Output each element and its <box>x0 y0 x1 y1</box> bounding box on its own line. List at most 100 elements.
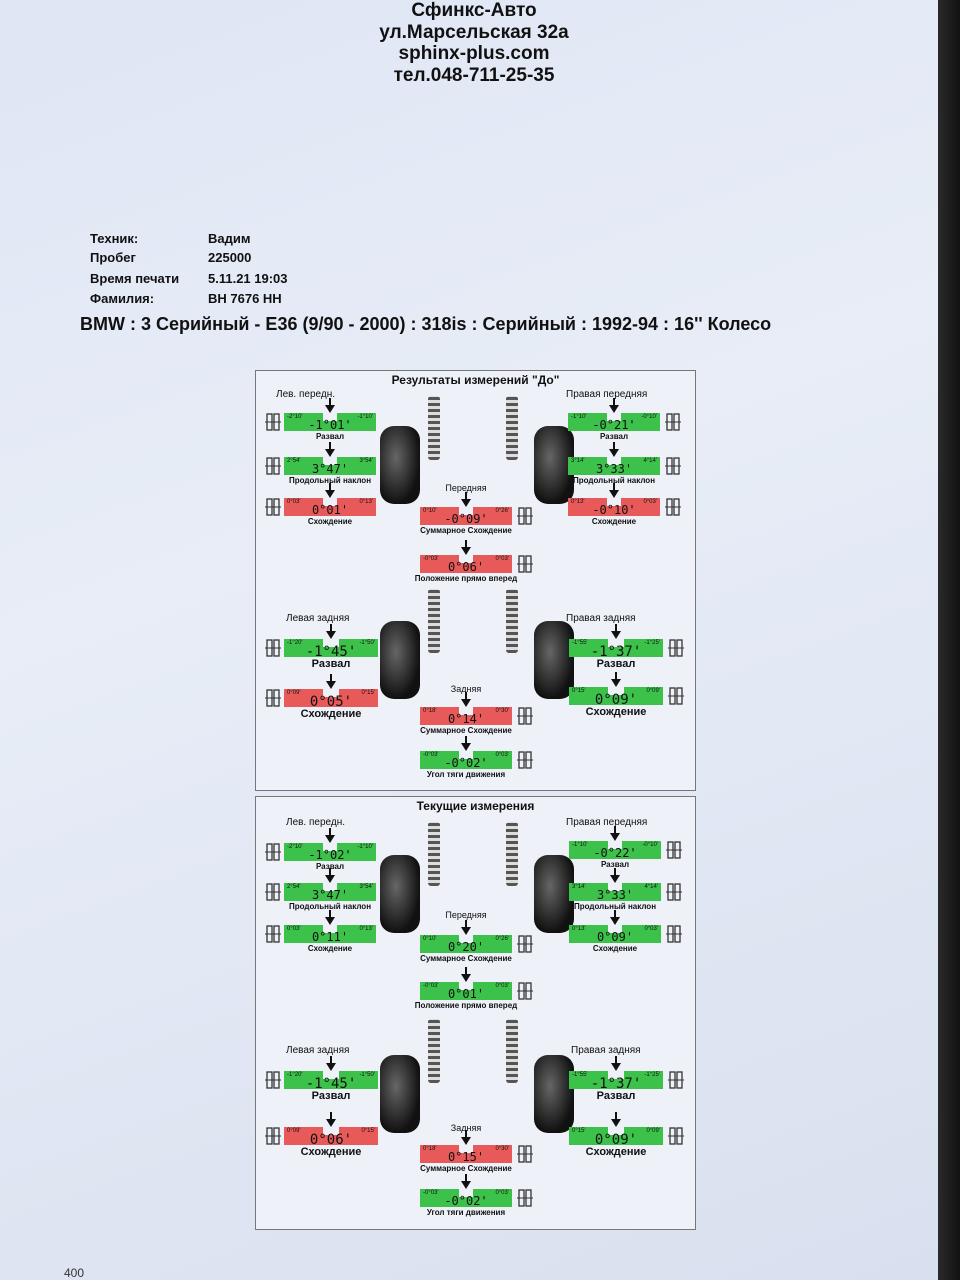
gauge-notch <box>323 1071 339 1079</box>
gauge-label-toe: Схождение <box>592 944 638 953</box>
info-value: Вадим <box>208 231 251 246</box>
info-key: Техник: <box>90 231 139 246</box>
gauge-value: 0°05' <box>309 694 353 710</box>
gauge-rl-camber: -1°20'-1°50'-1°45' <box>284 639 378 663</box>
pointer-arrow-icon <box>326 1112 336 1127</box>
gauge-min: -1°20' <box>287 640 303 646</box>
pointer-arrow-icon <box>325 442 335 457</box>
gauge-bar <box>569 1127 663 1145</box>
wheel-orientation-icon <box>516 980 534 1002</box>
gauge-min: -1°20' <box>287 1072 303 1078</box>
pointer-arrow-icon <box>611 1056 621 1071</box>
gauge-min: 0°18' <box>423 708 437 714</box>
company-name: Сфинкс-Авто <box>411 0 537 21</box>
gauge-notch <box>322 413 338 421</box>
gauge-label-camber: Развал <box>596 658 636 670</box>
panel-title: Текущие измерения <box>416 799 535 813</box>
gauge-label-toe: Схождение <box>307 944 353 953</box>
gauge-fl-camber: -2°10'-1°10'-1°01' <box>284 413 376 437</box>
gauge-max: -1°10' <box>357 844 373 850</box>
gauge-value: 0°11' <box>311 930 349 944</box>
gauge-label-camber: Развал <box>600 860 630 869</box>
gauge-f-steer: -0°03'0°03'0°01' <box>420 982 512 1006</box>
gauge-notch <box>608 639 624 647</box>
gauge-value: 3°33' <box>595 462 633 476</box>
gauge-max: 0°03' <box>644 926 658 932</box>
pointer-arrow-icon <box>461 1130 471 1145</box>
gauge-r-thrust: -0°03'0°03'-0°02' <box>420 751 512 775</box>
vehicle-spec: BMW : 3 Серийный - E36 (9/90 - 2000) : 3… <box>80 314 772 334</box>
gauge-value: 0°06' <box>309 1132 353 1148</box>
gauge-max: 0°15' <box>361 1128 375 1134</box>
gauge-min: -1°10' <box>571 414 587 420</box>
pointer-arrow-icon <box>325 483 335 498</box>
gauge-value: -0°22' <box>593 846 637 860</box>
rear-axle-label: Задняя <box>450 1123 482 1133</box>
gauge-notch <box>608 687 624 695</box>
info-key: Фамилия: <box>90 291 155 306</box>
gauge-min: 3°14' <box>571 458 585 464</box>
gauge-min: -0°03' <box>423 983 439 989</box>
gauge-max: 3°54' <box>359 458 373 464</box>
gauge-label-camber: Развал <box>596 1090 636 1102</box>
rear-right-title: Правая задняя <box>566 613 636 624</box>
gauge-notch <box>608 1071 624 1079</box>
pointer-arrow-icon <box>611 672 621 687</box>
gauge-max: 0°15' <box>361 690 375 696</box>
gauge-rl-camber: -1°20'-1°50'-1°45' <box>284 1071 378 1095</box>
gauge-bar <box>284 843 376 861</box>
gauge-min: 0°13' <box>572 926 586 932</box>
gauge-min: -1°55' <box>572 1072 588 1078</box>
gauge-bar <box>284 883 376 901</box>
gauge-label-total_toe: Суммарное Схождение <box>420 1164 512 1173</box>
suspension-strut-graphic <box>428 396 440 460</box>
gauge-max: 4°14' <box>643 458 657 464</box>
gauge-label-total_toe: Суммарное Схождение <box>420 726 512 735</box>
suspension-strut-graphic <box>428 1019 440 1083</box>
gauge-r-thrust: -0°03'0°03'-0°02' <box>420 1189 512 1213</box>
gauge-notch <box>607 883 623 891</box>
gauge-fl-caster: 2°54'3°54'3°47' <box>284 883 376 907</box>
gauge-label-caster: Продольный наклон <box>573 902 657 911</box>
company-website: sphinx-plus.com <box>398 43 550 64</box>
gauge-bar <box>569 639 663 657</box>
gauge-min: -2°10' <box>287 844 303 850</box>
gauge-min: 0°10' <box>423 508 437 514</box>
gauge-value: 0°06' <box>447 560 485 574</box>
gauge-rr-camber: -1°55'-1°25'-1°37' <box>569 639 663 663</box>
gauge-bar <box>420 1145 512 1163</box>
wheel-orientation-icon <box>264 881 282 903</box>
wheel-orientation-icon <box>264 496 282 518</box>
front-axle-label: Передняя <box>445 910 487 920</box>
gauge-notch <box>458 707 474 715</box>
pointer-arrow-icon <box>610 910 620 925</box>
pointer-arrow-icon <box>325 910 335 925</box>
front-left-title: Лев. передн. <box>276 389 336 400</box>
front-axle-label: Передняя <box>445 483 487 493</box>
gauge-min: 2°54' <box>287 458 301 464</box>
wheel-orientation-icon <box>516 933 534 955</box>
gauge-max: -0°10' <box>641 414 657 420</box>
pointer-arrow-icon <box>461 736 471 751</box>
rear-left-title: Левая задняя <box>286 1045 350 1056</box>
gauge-max: 0°26' <box>495 936 509 942</box>
gauge-label-thrust: Угол тяги движения <box>426 770 506 779</box>
gauge-value: -0°21' <box>592 418 636 432</box>
wheel-orientation-icon <box>264 455 282 477</box>
gauge-max: -1°25' <box>644 640 660 646</box>
pointer-arrow-icon <box>609 442 619 457</box>
gauge-notch <box>608 1127 624 1135</box>
gauge-bar <box>569 687 663 705</box>
gauge-min: -0°03' <box>423 556 439 562</box>
wheel-graphic <box>534 426 574 504</box>
gauge-max: 0°03' <box>495 1190 509 1196</box>
panel-title: Результаты измерений "До" <box>391 373 560 387</box>
gauge-r-total-toe: 0°18'0°30'0°15' <box>420 1145 512 1169</box>
gauge-label-caster: Продольный наклон <box>288 902 372 911</box>
gauge-value: -1°37' <box>590 644 642 660</box>
gauge-min: 0°18' <box>423 1146 437 1152</box>
gauge-f-steer: -0°03'0°03'0°06' <box>420 555 512 579</box>
gauge-bar <box>284 498 376 516</box>
